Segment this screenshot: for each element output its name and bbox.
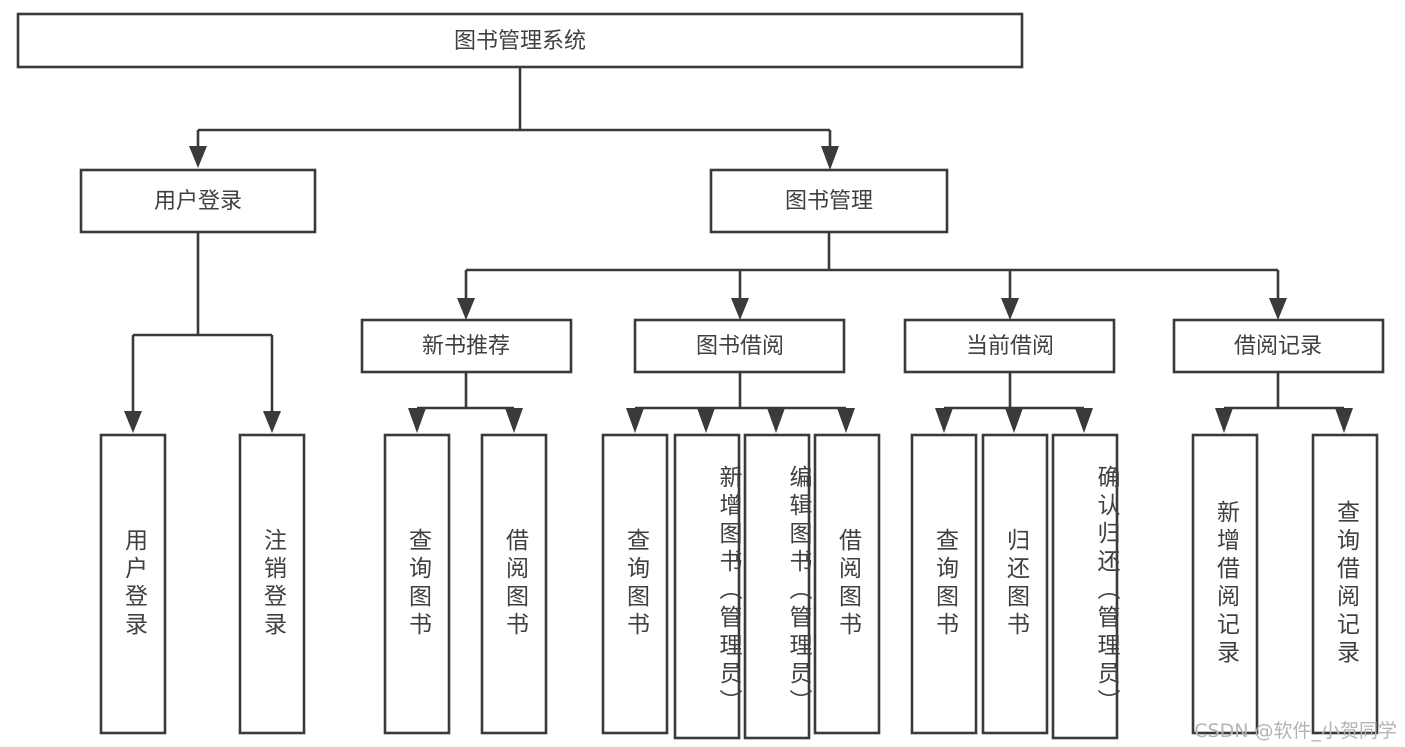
leaf-box-cb-confirm-return [1051, 433, 1119, 740]
node-borrow-record-label: 借阅记录 [1234, 334, 1322, 359]
connector-root-bus [189, 67, 839, 170]
leaf-box-bb-query-book [601, 433, 669, 735]
leaf-box-nbr-query-book [383, 433, 451, 735]
leaf-box-bb-edit-book [743, 433, 811, 740]
arrow-head-user-login [189, 146, 207, 168]
arrow-head-book-borrow [731, 298, 749, 320]
arrow-head-nbr-leaf-1 [408, 408, 426, 433]
node-user-login-label: 用户登录 [154, 189, 242, 214]
node-root: 图书管理系统 [16, 12, 1024, 69]
node-current-borrow-box [903, 318, 1116, 374]
node-root-label: 图书管理系统 [454, 29, 586, 54]
node-book-management-label: 图书管理 [785, 189, 873, 214]
node-root-box [16, 12, 1024, 69]
node-book-borrow-label: 图书借阅 [696, 334, 784, 359]
node-new-book-recommend: 新书推荐 [360, 318, 573, 374]
connector-book-borrow-bus [626, 372, 855, 433]
node-current-borrow-label: 当前借阅 [966, 334, 1054, 359]
arrow-head-bb-leaf-4 [837, 408, 855, 433]
arrow-head-cb-leaf-2 [1005, 408, 1023, 433]
leaf-box-br-query-record [1311, 433, 1379, 735]
node-new-book-recommend-box [360, 318, 573, 374]
leaf-box-user-login [99, 433, 167, 735]
leaf-box-cb-return-book [981, 433, 1049, 735]
csdn-watermark: CSDN @软件_小贺同学 [1194, 720, 1397, 742]
arrow-head-current-borrow [1001, 298, 1019, 320]
leaf-box-logout [238, 433, 306, 735]
node-current-borrow: 当前借阅 [903, 318, 1116, 374]
connector-borrow-record-bus [1215, 372, 1353, 433]
node-book-management: 图书管理 [709, 168, 949, 234]
arrow-head-bb-leaf-1 [626, 408, 644, 433]
arrow-head-new-book-recommend [457, 298, 475, 320]
arrow-head-nbr-leaf-2 [505, 408, 523, 433]
arrow-head-br-leaf-2 [1335, 408, 1353, 433]
node-book-borrow: 图书借阅 [633, 318, 846, 374]
arrow-head-br-leaf-1 [1215, 408, 1233, 433]
arrow-head-cb-leaf-1 [935, 408, 953, 433]
connector-current-borrow-bus [935, 372, 1093, 433]
leaf-box-br-add-record [1191, 433, 1259, 735]
leaf-box-nbr-borrow-book [480, 433, 548, 735]
arrow-head-leaf-user-login [124, 411, 142, 433]
leaf-box-bb-add-book [673, 433, 741, 740]
arrow-head-bb-leaf-3 [767, 408, 785, 433]
node-new-book-recommend-label: 新书推荐 [422, 334, 510, 359]
connector-book-management-bus [457, 232, 1287, 320]
connector-new-book-recommend-bus [408, 372, 523, 433]
arrow-head-book-mgmt [821, 146, 839, 170]
leaf-box-bb-borrow-book [813, 433, 881, 735]
connector-user-login-bus [124, 232, 281, 433]
arrow-head-leaf-logout [263, 411, 281, 433]
node-user-login: 用户登录 [79, 168, 317, 234]
leaf-box-cb-query-book [910, 433, 978, 735]
node-borrow-record-box [1172, 318, 1385, 374]
arrow-head-bb-leaf-2 [697, 408, 715, 433]
arrow-head-borrow-record [1269, 298, 1287, 320]
node-book-management-box [709, 168, 949, 234]
node-borrow-record: 借阅记录 [1172, 318, 1385, 374]
node-book-borrow-box [633, 318, 846, 374]
arrow-head-cb-leaf-3 [1075, 408, 1093, 433]
